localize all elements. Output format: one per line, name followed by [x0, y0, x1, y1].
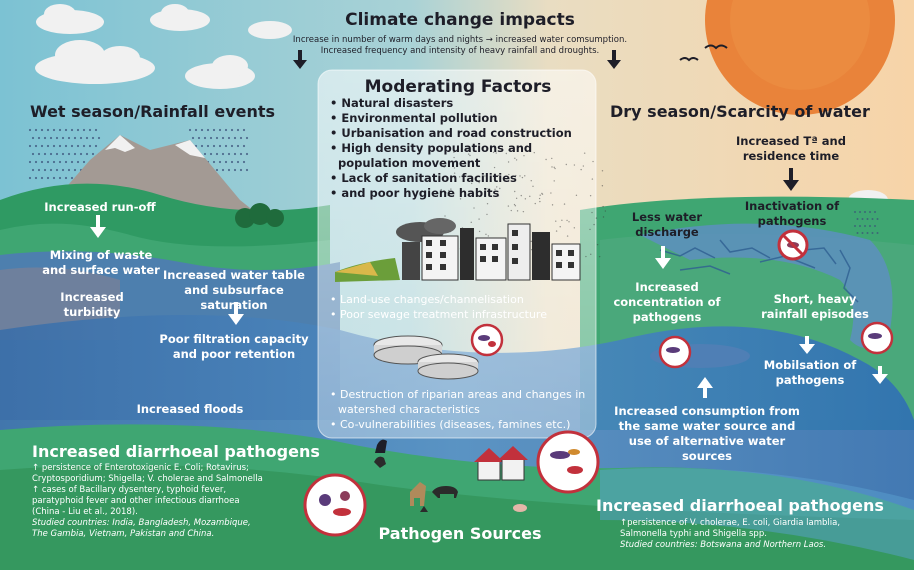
factory-icon — [335, 218, 581, 282]
less-water-label: Less water discharge — [631, 210, 703, 239]
text-line: ↑ cases of Bacillary dysentery, typhoid … — [32, 485, 227, 495]
moderating-factors-heading: Moderating Factors — [364, 77, 552, 97]
runoff-label: Increased run-off — [44, 200, 156, 214]
left-pathogens-heading: Increased diarrhoeal pathogens — [32, 442, 320, 461]
list-item: • Natural disasters — [330, 96, 454, 110]
cow-icon — [374, 456, 527, 512]
moderating-factors-list-bottom: • Land-use changes/channelisation • Poor… — [330, 292, 590, 322]
list-item: • Poor sewage treatment infrastructure — [330, 308, 547, 321]
list-item: • and poor hygiene habits — [330, 186, 500, 200]
text-line: Cryptosporidium; Shigella; V. cholerae a… — [32, 474, 263, 484]
treatment-plant-icon — [373, 335, 479, 380]
subtitle-line: Increase in number of warm days and nigh… — [292, 35, 628, 45]
dry-season-heading: Dry season/Scarcity of water — [610, 102, 870, 121]
studied-countries: The Gambia, Vietnam, Pakistan and China. — [32, 529, 215, 539]
text-line: ↑persistence of V. cholerae, E. coli, Gi… — [620, 518, 841, 528]
list-item: • Destruction of riparian areas and chan… — [330, 388, 586, 416]
text-line: (China - Liu et al., 2018). — [32, 507, 138, 517]
mobilisation-label: Mobilsation of pathogens — [763, 358, 857, 387]
no-bacteria-icon — [777, 229, 809, 261]
pathogen-sources-label: Pathogen Sources — [378, 524, 542, 543]
list-item: • High density populations and populatio… — [330, 141, 533, 170]
right-pathogens-heading: Increased diarrhoeal pathogens — [596, 496, 884, 515]
text-line: ↑ persistence of Enterotoxigenic E. Coli… — [32, 463, 249, 473]
subtitle-line: Increased frequency and intensity of hea… — [320, 46, 600, 56]
text-line: paratyphoid fever and other infectious d… — [32, 496, 240, 506]
list-item: • Land-use changes/channelisation — [330, 293, 524, 306]
page-title: Climate change impacts — [345, 10, 575, 30]
arrow-down-icon — [293, 50, 799, 191]
mixing-label: Mixing of waste and surface water — [42, 248, 160, 277]
wet-season-heading: Wet season/Rainfall events — [30, 102, 276, 121]
water-table-label: Increased water table and subsurface sat… — [163, 268, 305, 312]
list-item: • Lack of sanitation facilities — [330, 171, 517, 185]
list-item: • Urbanisation and road construction — [330, 126, 572, 140]
pathogen-icon — [303, 321, 894, 537]
bird-icon — [679, 44, 728, 62]
concentration-label: Increased concentration of pathogens — [613, 280, 721, 324]
rainfall-label: Short, heavy rainfall episodes — [761, 292, 869, 321]
rain-icon — [28, 128, 249, 180]
studied-countries: Studied countries: India, Bangladesh, Mo… — [32, 518, 251, 528]
list-item: • Environmental pollution — [330, 111, 498, 125]
right-pathogens-text: ↑persistence of V. cholerae, E. coli, Gi… — [620, 518, 890, 551]
consumption-label: Increased consumption from the same wate… — [614, 404, 800, 463]
moderating-factors-list-bottom-2: • Destruction of riparian areas and chan… — [330, 387, 594, 432]
studied-countries: Studied countries: Botswana and Northern… — [620, 540, 827, 550]
text-line: Salmonella typhi and Shigella spp. — [620, 529, 767, 539]
floods-label: Increased floods — [136, 402, 244, 416]
temperature-label: Increased Tª and residence time — [736, 134, 846, 163]
turbidity-label: Increased turbidity — [60, 290, 124, 319]
subtitle: Increase in number of warm days and nigh… — [250, 35, 670, 57]
inactivation-label: Inactivation of pathogens — [744, 199, 840, 228]
filtration-label: Poor filtration capacity and poor retent… — [159, 332, 309, 361]
left-pathogens-text: ↑ persistence of Enterotoxigenic E. Coli… — [32, 463, 332, 540]
house-icon — [474, 446, 528, 481]
moderating-factors-list: • Natural disasters • Environmental poll… — [330, 96, 590, 201]
list-item: • Co-vulnerabilities (diseases, famines … — [330, 418, 571, 431]
